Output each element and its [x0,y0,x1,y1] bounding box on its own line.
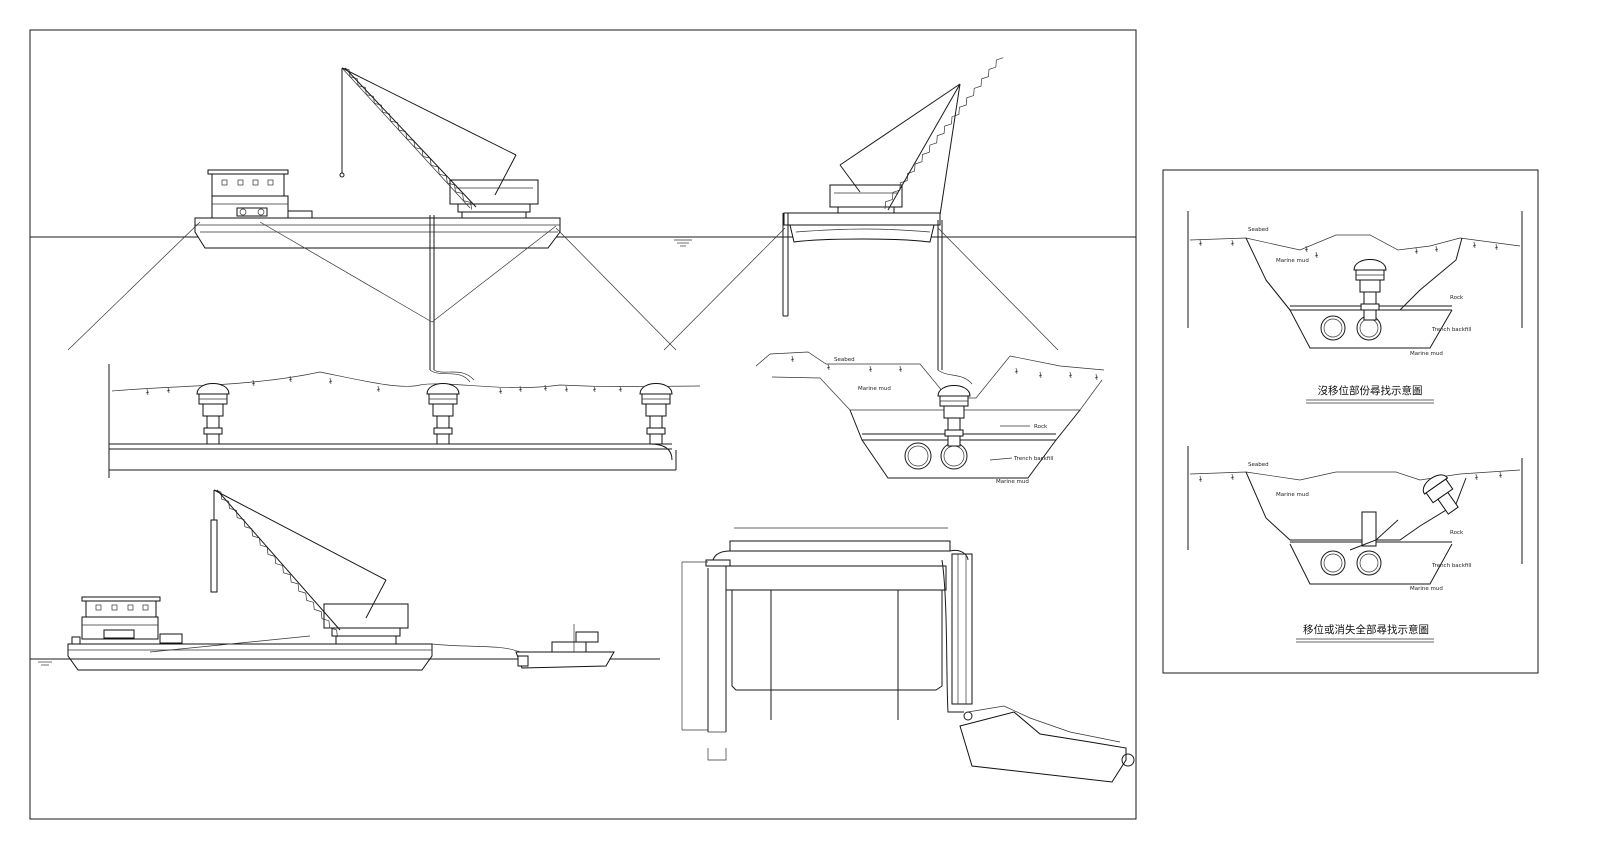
panel-bottom-diagram: Seabed Marine mud Rock Trench backfill M… [1187,446,1523,592]
pipe-frame-detail [681,527,1135,783]
panel-bottom-label-seabed: Seabed [1248,462,1269,468]
panel-bottom-caption: 移位或消失全部尋找示意圖 [1303,623,1429,636]
panel-top-caption: 沒移位部份尋找示意圖 [1318,384,1423,397]
panel-bottom-label-trench-backfill: Trench backfill [1431,563,1472,569]
label-seabed: Seabed [834,357,855,363]
panel-top-label-marine-mud: Marine mud [1276,258,1309,264]
label-marine-mud: Marine mud [858,386,891,392]
panel-bottom-label-marine-mud-2: Marine mud [1410,586,1443,592]
trench-cross-section: Seabed Marine mud Rock Trench backfill M… [755,351,1105,485]
label-rock: Rock [1034,424,1048,430]
panel-top-label-seabed: Seabed [1248,227,1269,233]
panel-top-diagram: Seabed Marine mud Rock Trench backfill M… [1187,211,1523,357]
pipeline-longitudinal-section [108,364,701,478]
panel-bottom-label-marine-mud: Marine mud [1276,492,1309,498]
main-frame [29,29,1137,820]
panel-top-label-rock: Rock [1450,295,1464,301]
label-trench-backfill: Trench backfill [1013,456,1054,462]
panel-top-label-trench-backfill: Trench backfill [1431,327,1472,333]
label-marine-mud-2: Marine mud [996,479,1029,485]
crane-barge-side-view [67,64,677,383]
panel-top-label-marine-mud-2: Marine mud [1410,351,1443,357]
side-panel-frame [1162,169,1539,674]
crane-barge-with-tug [30,487,660,671]
crane-barge-end-view [663,54,1059,385]
panel-bottom-label-rock: Rock [1450,530,1464,536]
water-symbol [674,239,692,247]
